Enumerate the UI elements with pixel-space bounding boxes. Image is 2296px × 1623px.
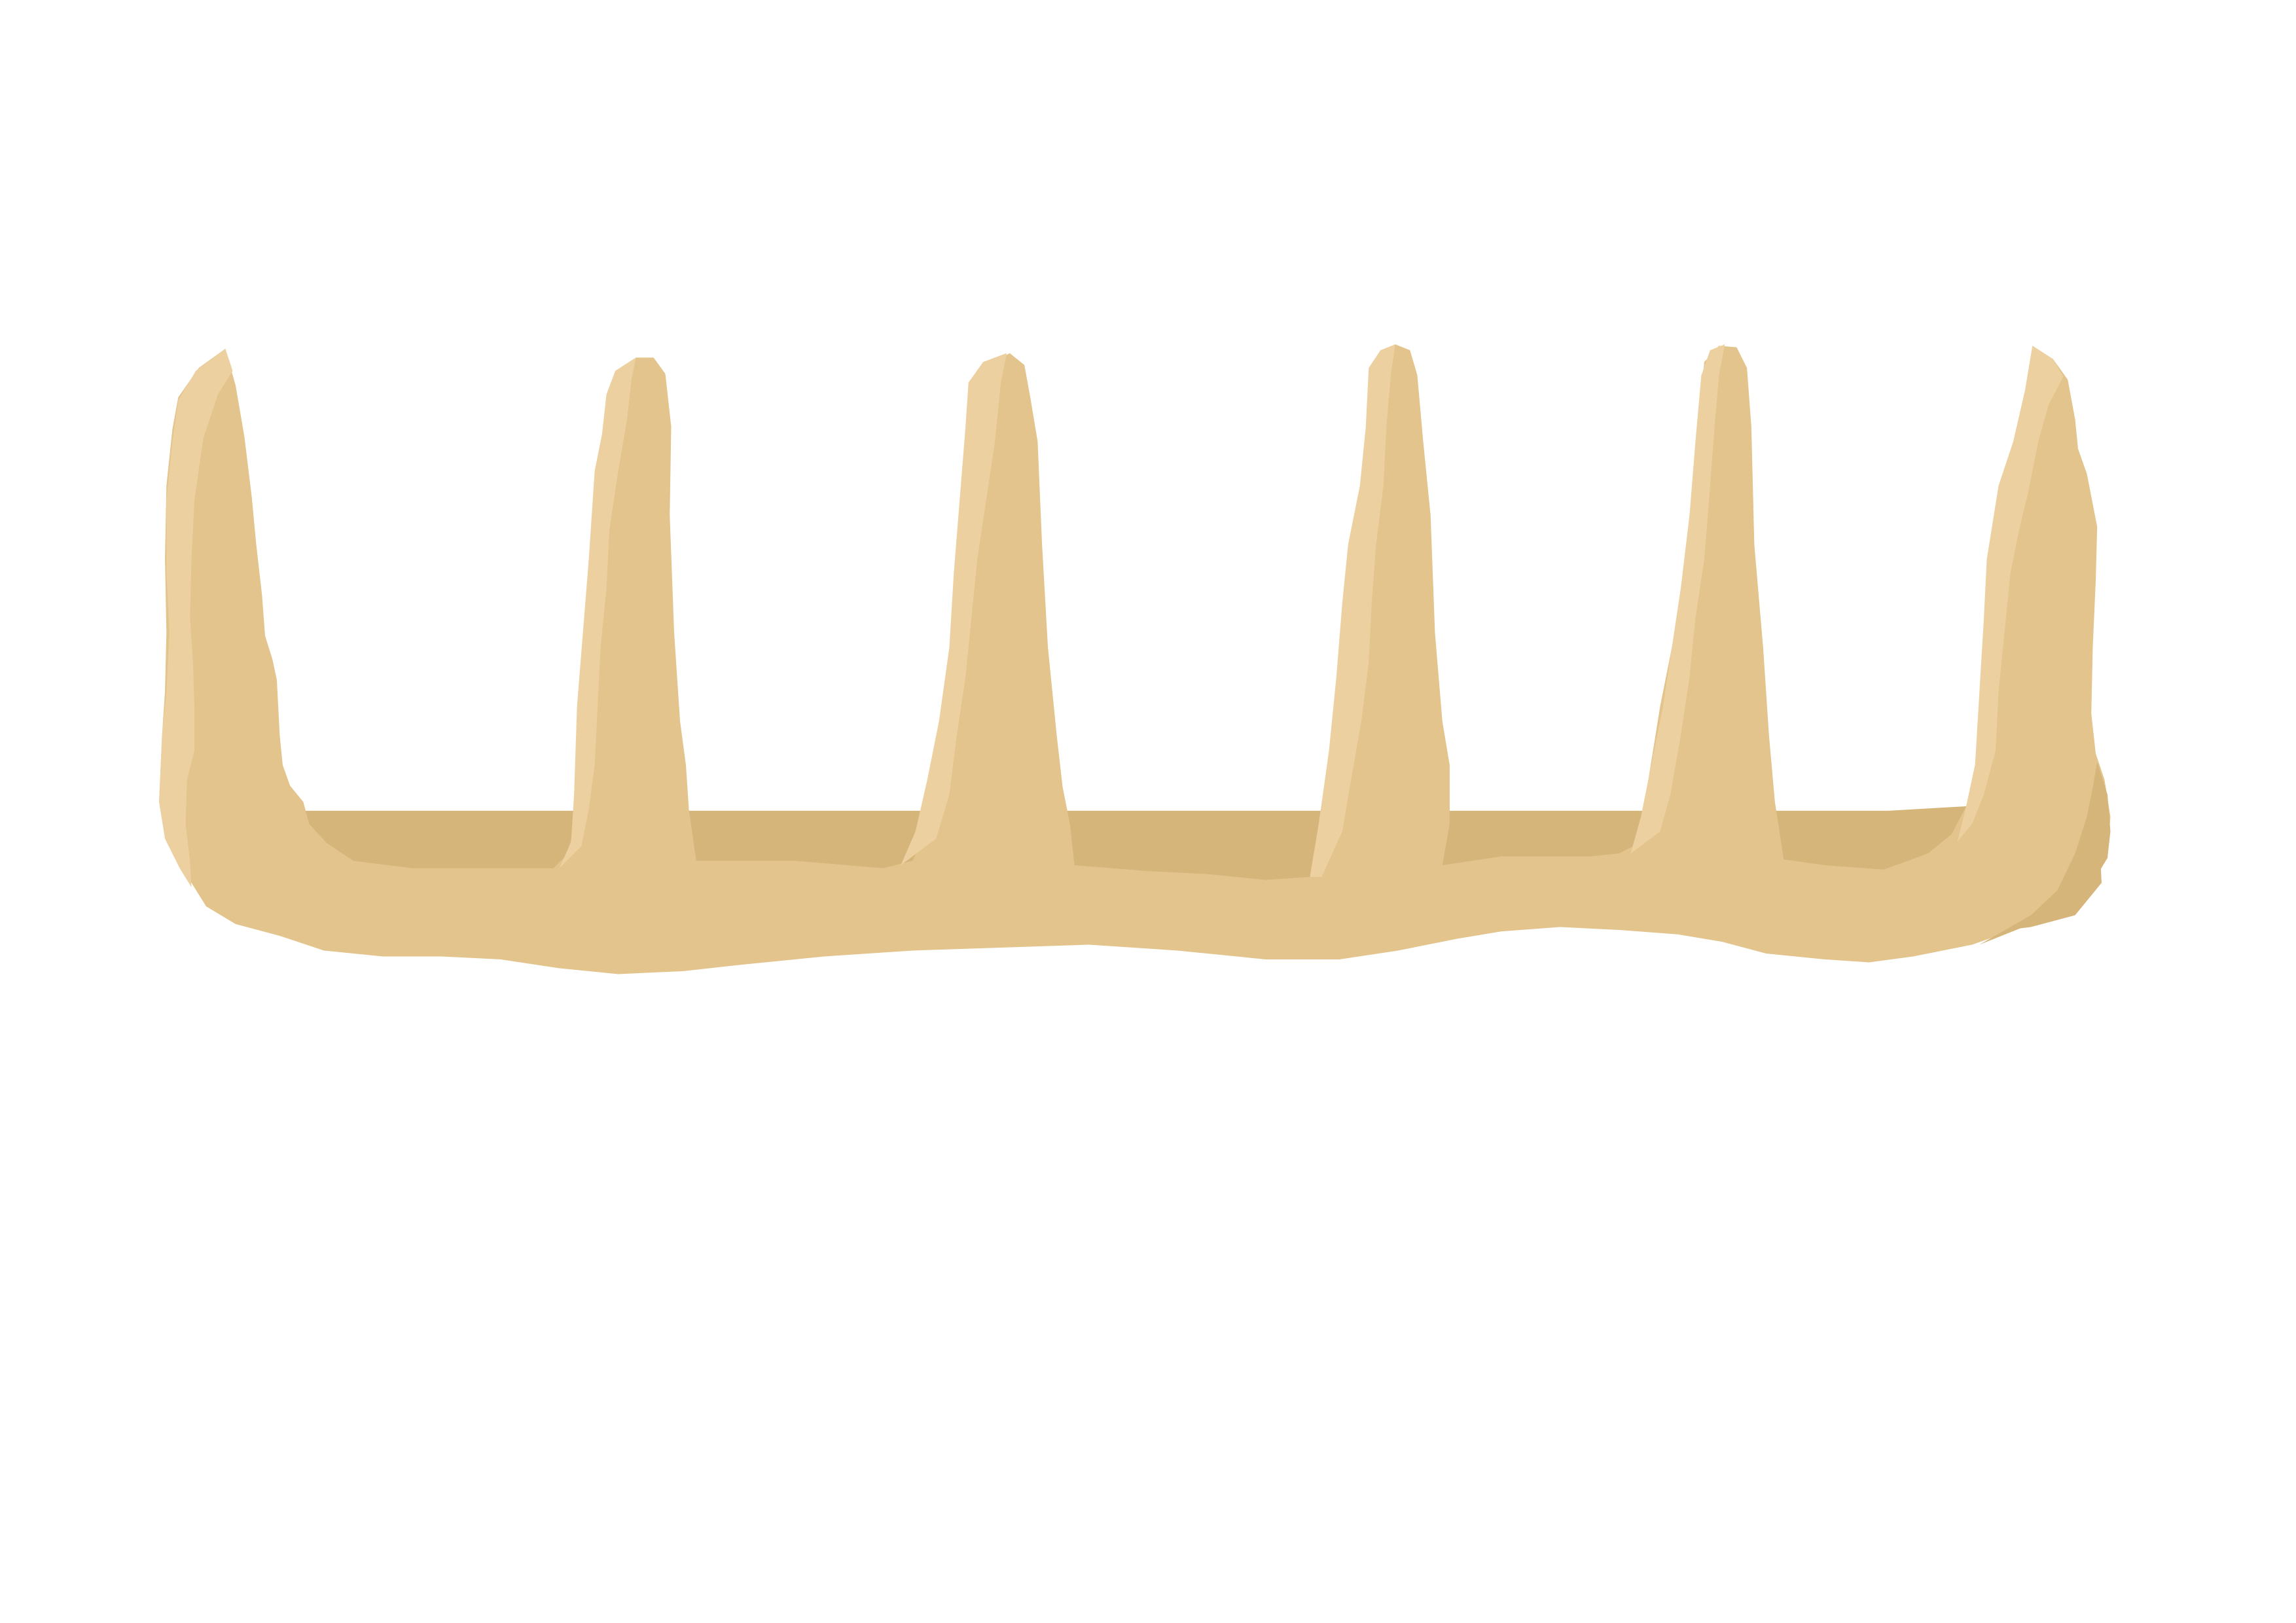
spike-highlight-5 (1630, 344, 1725, 854)
spike-highlight-right (1957, 346, 2064, 842)
crown-body (159, 344, 2111, 974)
spike-shadow-right (1979, 762, 2111, 945)
spike-highlight-4 (1310, 344, 1395, 878)
spike-highlight-3 (901, 353, 1007, 866)
spike-highlight-2 (559, 357, 636, 868)
spike-highlight-left (159, 348, 233, 887)
